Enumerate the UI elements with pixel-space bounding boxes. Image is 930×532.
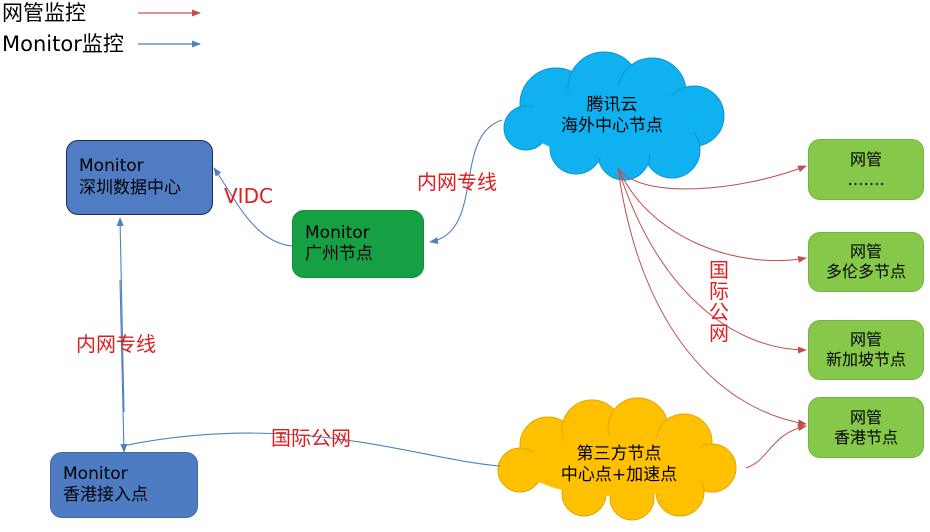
node-monitor-guangzhou-line2: 广州节点 [305, 244, 373, 264]
node-cloud-tencent-line1: 腾讯云 [586, 94, 638, 115]
tencent-cloud-shape [503, 51, 725, 181]
label-intl-public-char: 国 [709, 258, 729, 282]
node-monitor-hongkong-line2: 香港接入点 [63, 485, 148, 505]
legend-label-network-management: 网管监控 [2, 1, 86, 25]
thirdparty-cloud-shape [497, 397, 737, 521]
node-cloud-thirdparty-line2: 中心点+加速点 [560, 465, 678, 485]
node-nm-toronto-line1: 网管 [849, 242, 882, 261]
node-monitor-guangzhou-line1: Monitor [305, 222, 370, 243]
node-nm-hongkong[interactable]: 网管 香港节点 [808, 397, 924, 458]
node-nm-other[interactable]: 网管 ……. [808, 139, 924, 200]
node-cloud-thirdparty-line1: 第三方节点 [576, 443, 662, 464]
label-intl-public-char: 际 [709, 279, 729, 303]
node-nm-singapore-line2: 新加坡节点 [825, 350, 906, 369]
node-nm-singapore[interactable]: 网管 新加坡节点 [808, 320, 924, 380]
node-monitor-shenzhen[interactable]: Monitor 深圳数据中心 [66, 140, 213, 215]
label-intranet-top: 内网专线 [417, 170, 497, 194]
link-tencent-to-nm-other [617, 165, 807, 190]
link-hongkong-shenzhen-up [116, 217, 125, 413]
node-nm-hongkong-line1: 网管 [849, 407, 882, 427]
node-monitor-hongkong[interactable]: Monitor 香港接入点 [50, 452, 198, 518]
node-monitor-shenzhen-line2: 深圳数据中心 [79, 177, 181, 198]
link-hongkong-shenzhen-down [119, 279, 128, 453]
node-nm-other-line1: 网管 [849, 149, 882, 169]
node-nm-toronto[interactable]: 网管 多伦多节点 [808, 232, 924, 292]
node-cloud-thirdparty[interactable]: 第三方节点 中心点+加速点 [524, 432, 714, 498]
node-cloud-tencent[interactable]: 腾讯云 海外中心节点 [520, 80, 704, 152]
link-tencent-to-nm-toronto [617, 167, 807, 263]
label-vidc: VIDC [224, 184, 273, 208]
legend-label-monitor: Monitor监控 [2, 32, 124, 56]
node-monitor-guangzhou[interactable]: Monitor 广州节点 [292, 210, 424, 278]
link-tencent-to-nm-hongkong [617, 167, 807, 427]
label-intranet-left: 内网专线 [76, 332, 156, 356]
link-thirdparty-to-nm-hongkong [745, 424, 807, 469]
node-monitor-shenzhen-line1: Monitor [79, 156, 144, 177]
label-intl-public-char: 网 [709, 321, 729, 345]
node-nm-toronto-line2: 多伦多节点 [825, 262, 906, 281]
label-intl-public-char: 公 [709, 300, 729, 324]
link-guangzhou-to-shenzhen [213, 167, 293, 247]
label-intl-public-vertical: 国 际 公 网 [709, 260, 729, 344]
node-nm-other-line2: ……. [847, 169, 885, 189]
node-nm-hongkong-line2: 香港节点 [833, 427, 898, 447]
link-tencent-to-guangzhou [429, 119, 503, 245]
node-nm-singapore-line1: 网管 [849, 330, 882, 349]
label-intl-public-bottom: 国际公网 [271, 426, 351, 450]
node-monitor-hongkong-line1: Monitor [63, 463, 128, 484]
link-thirdparty-to-hongkong [121, 432, 501, 467]
link-tencent-to-nm-singapore [617, 167, 807, 354]
node-cloud-tencent-line2: 海外中心节点 [561, 116, 663, 136]
